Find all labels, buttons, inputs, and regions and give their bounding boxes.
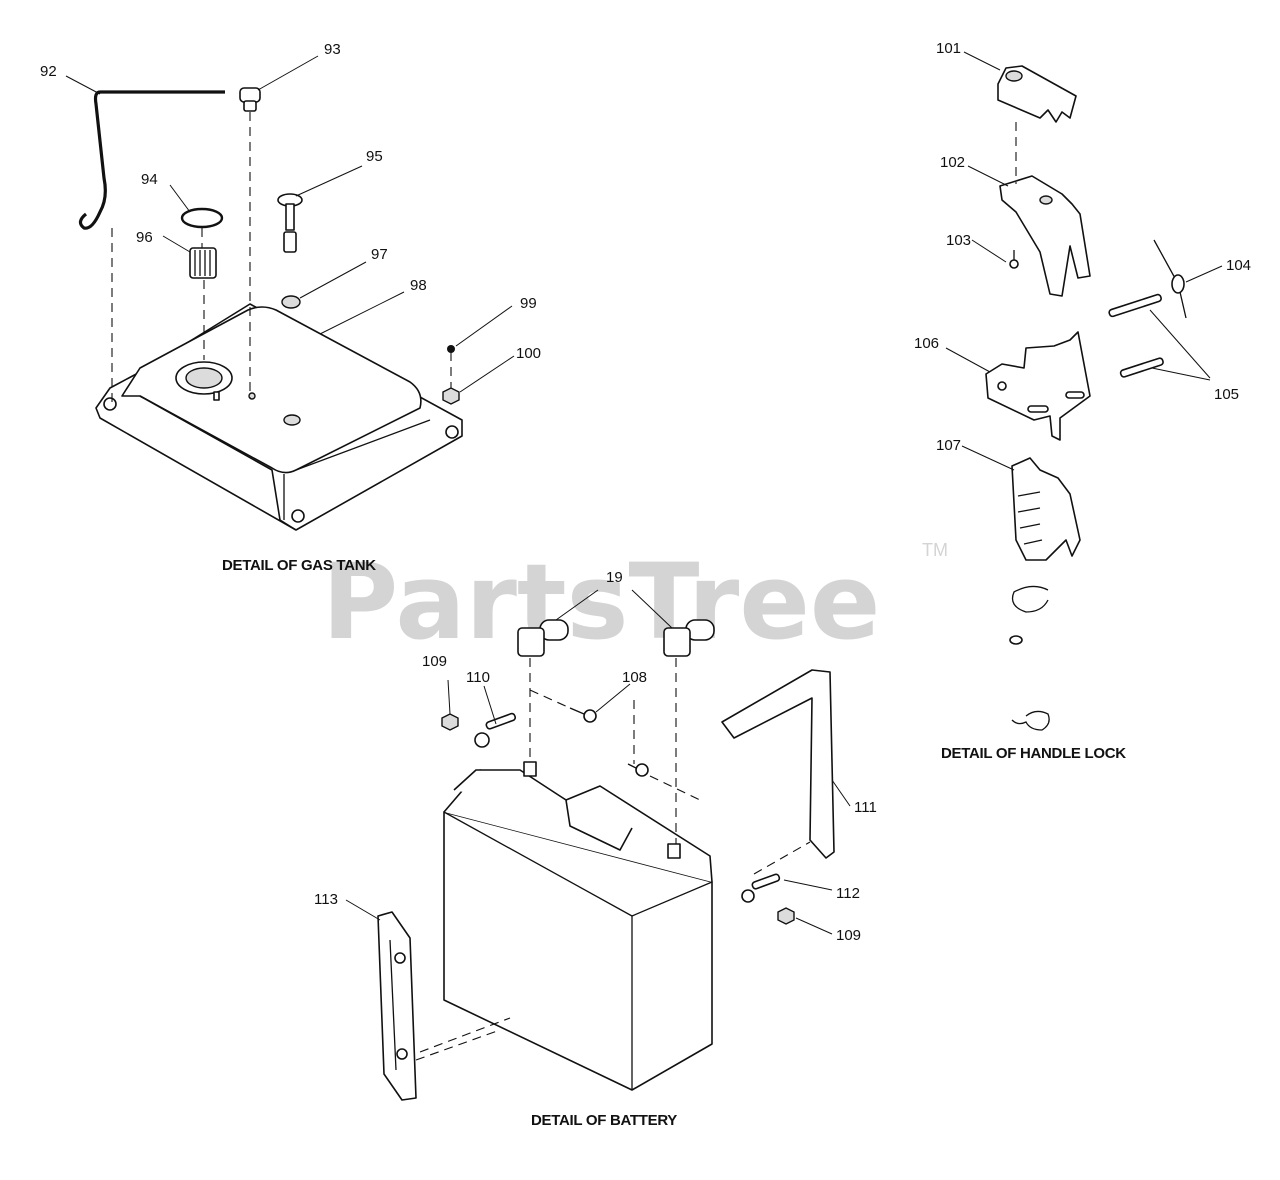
part-19-terminal-boot-right[interactable] [663,619,715,657]
part-102-bracket[interactable] [999,175,1091,297]
callout-92: 92 [40,63,57,80]
part-94-gas-cap[interactable] [180,207,224,229]
callout-108: 108 [622,669,647,686]
callout-111: 111 [854,799,877,816]
part-ring[interactable] [1011,585,1049,613]
callout-98: 98 [410,277,427,294]
part-113-strap[interactable] [377,911,417,1101]
part-110-bolt[interactable] [474,712,517,748]
battery[interactable] [443,761,713,1091]
part-95-fuel-gauge[interactable] [277,193,303,253]
part-97-grommet[interactable] [281,295,301,309]
callout-102: 102 [940,154,965,171]
part-92-vent-tube[interactable] [78,90,225,230]
part-107-handle-lock[interactable] [1011,457,1081,561]
part-19-terminal-boot-left[interactable] [517,619,569,657]
part-109-nut-lower[interactable] [777,907,795,925]
callout-109-upper: 109 [422,653,447,670]
callout-96: 96 [136,229,153,246]
gas-tank-detail: 92 93 94 95 96 97 98 99 100 DETAIL OF GA… [40,41,541,574]
callout-97: 97 [371,246,388,263]
callout-93: 93 [324,41,341,58]
callout-105: 105 [1214,386,1239,403]
part-93-fitting[interactable] [239,87,261,112]
section-title-handle-lock: DETAIL OF HANDLE LOCK [941,745,1126,762]
handle-lock-detail: 101 102 103 104 105 106 107 DETAIL OF HA… [914,40,1251,762]
callout-110: 110 [466,669,490,686]
callout-99: 99 [520,295,537,312]
callout-106: 106 [914,335,939,352]
battery-detail: 19 109 110 108 111 112 109 113 DETAIL OF… [314,569,877,1129]
callout-94: 94 [141,171,158,188]
callout-19: 19 [606,569,623,586]
part-112-bolt[interactable] [741,873,781,903]
part-108-screw-upper[interactable] [569,707,597,723]
part-98-fuel-tank[interactable] [95,303,463,531]
part-108-screw-lower[interactable] [627,763,649,777]
part-99-screw[interactable] [447,345,455,353]
section-title-battery: DETAIL OF BATTERY [531,1112,677,1129]
part-bushing[interactable] [1011,710,1050,731]
callout-103: 103 [946,232,971,249]
callout-101: 101 [936,40,961,57]
part-109-nut-upper[interactable] [441,713,459,731]
callout-113: 113 [314,891,338,908]
watermark-trademark: TM [922,540,948,560]
part-105-pins[interactable] [1108,293,1164,378]
part-washer[interactable] [1009,635,1023,645]
part-106-lock-plate[interactable] [985,331,1091,441]
watermark: PartsTree TM [322,540,948,663]
callout-100: 100 [516,345,541,362]
part-101-handle-cover[interactable] [997,65,1077,123]
callout-109-lower: 109 [836,927,861,944]
watermark-brand: PartsTree [322,541,880,663]
part-104-spring[interactable] [1153,239,1187,319]
callout-112: 112 [836,885,860,902]
callout-107: 107 [936,437,961,454]
part-96-strainer[interactable] [189,247,217,279]
part-103-screw[interactable] [1009,250,1019,269]
part-111-hold-down-bracket[interactable] [721,669,835,859]
part-100-nut[interactable] [442,387,460,405]
callout-95: 95 [366,148,383,165]
section-title-gas-tank: DETAIL OF GAS TANK [222,557,376,574]
callout-104: 104 [1226,257,1251,274]
